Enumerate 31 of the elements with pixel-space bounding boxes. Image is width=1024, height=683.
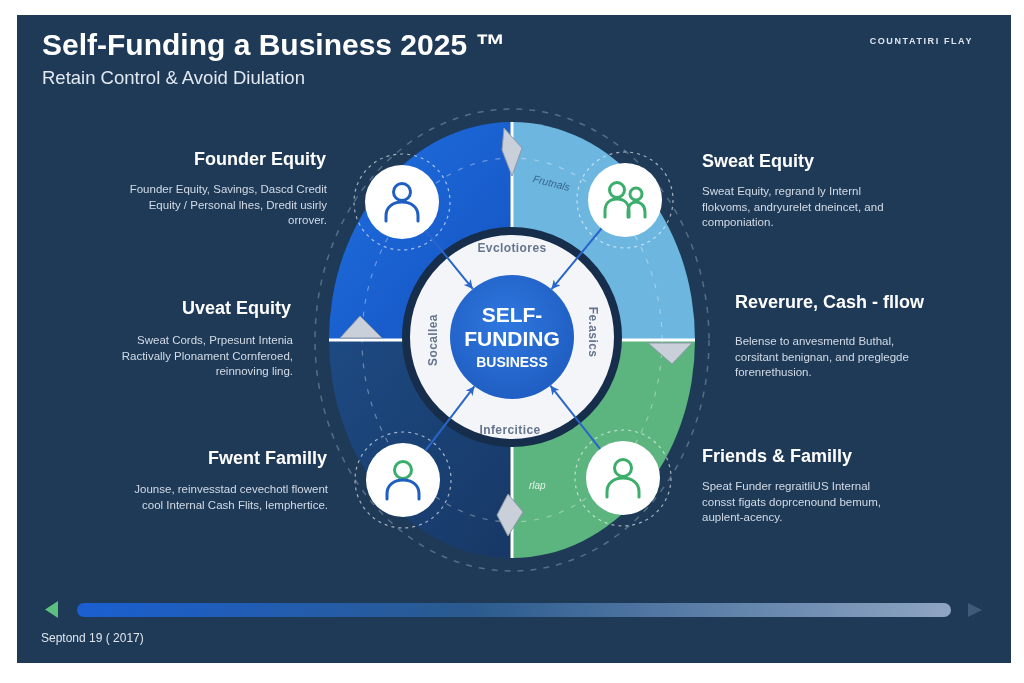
ring-label: Socallea (426, 314, 440, 366)
arrow (424, 229, 474, 290)
description-text: Founder Equity, Savings, Dascd Credit Equity / Personal lhes, Dredit usirly orrover. (128, 182, 327, 228)
arrow (550, 227, 603, 291)
description-text: Speat Funder regraitliUS Internal consst figats doprcenound bemum, auplent-acency. (702, 479, 882, 525)
person-icon (366, 443, 440, 517)
subtitle: Retain Control & Avoid Diulation (42, 67, 305, 89)
description-text: Belense to anvesmentd Buthal, corsitant benignan, and preglegde forenrethusion. (735, 334, 910, 380)
person-icon (586, 441, 660, 515)
description-text: Jounse, reinvesstad cevechotl flowent cool Internal Cash Flits, lemphertice. (133, 482, 328, 513)
description-text: Sweat Equity, regrand ly Internl flokvoms, andryurelet dneincet, and componiation. (702, 184, 885, 230)
ring-label: Infercitice (479, 423, 541, 437)
corner-label: COUNTATIRI FLAY (869, 35, 973, 47)
description-text: Sweat Cords, Prpesunt Intenia Ractivally Plonament Cornferoed, reinnoving ling. (120, 333, 293, 379)
date-label: Septond 19 ( 2017) (41, 631, 144, 646)
section-heading: Reverure, Cash - fllow (735, 291, 925, 313)
section-heading: Fwent Familly (207, 447, 327, 469)
section-heading: Uveat Equity (181, 297, 291, 319)
center-subtitle: BUSINESS (476, 353, 548, 371)
section-heading: Sweat Equity (702, 150, 815, 172)
people-icon (588, 163, 662, 237)
title: Self-Funding a Business 2025 ™ (42, 27, 506, 63)
arrow (549, 384, 602, 450)
arrow (424, 385, 476, 452)
segment-label: Frutnals (531, 172, 572, 194)
ring-label: Evclotiores (477, 241, 547, 255)
person-icon (365, 165, 439, 239)
ring-label: Fe.asics (586, 306, 600, 358)
section-heading: Friends & Familly (702, 445, 853, 467)
section-heading: Founder Equity (194, 148, 326, 170)
center-title: SELF- FUNDING (463, 303, 561, 351)
